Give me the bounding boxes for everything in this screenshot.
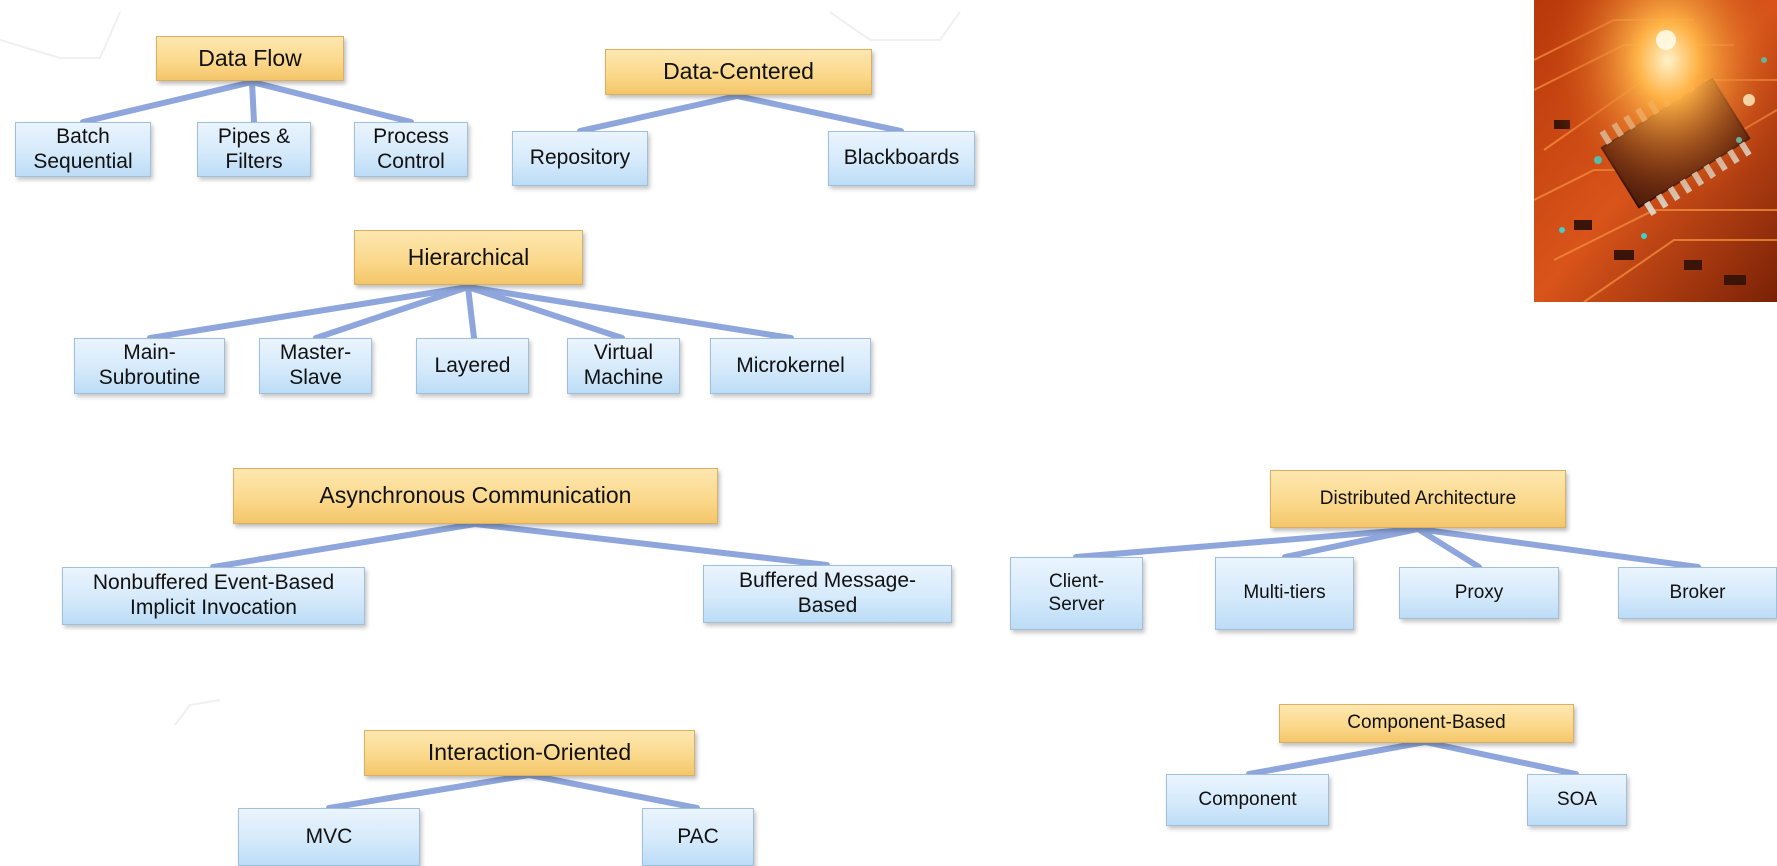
connector-line [526, 772, 700, 811]
node-component-based: Component-Based [1279, 704, 1574, 743]
connector-line [80, 79, 255, 125]
node-proxy: Proxy [1399, 567, 1559, 619]
connector-line [313, 284, 471, 341]
node-master-slave: Master- Slave [259, 338, 372, 394]
node-distributed-architecture: Distributed Architecture [1270, 470, 1566, 528]
node-layered: Layered [416, 338, 529, 394]
node-mvc: MVC [238, 808, 420, 866]
node-nonbuffered-event-based: Nonbuffered Event-Based Implicit Invocat… [62, 567, 365, 625]
connector-line [465, 284, 794, 341]
connector-line [1246, 739, 1428, 777]
connector-line [465, 284, 477, 341]
node-soa: SOA [1527, 774, 1627, 826]
node-process-control: Process Control [354, 122, 468, 177]
node-pac: PAC [642, 808, 754, 866]
node-asynchronous-communication: Asynchronous Communication [233, 468, 718, 524]
connector-line [472, 521, 830, 568]
circuit-board-photo-icon [1534, 0, 1777, 302]
node-hierarchical: Hierarchical [354, 230, 583, 285]
node-batch-sequential: Batch Sequential [15, 122, 151, 177]
node-blackboards: Blackboards [828, 131, 975, 186]
node-data-centered: Data-Centered [605, 49, 872, 95]
node-virtual-machine: Virtual Machine [567, 338, 680, 394]
connector-line [1282, 526, 1421, 560]
connector-line [1415, 526, 1482, 570]
connector-line [210, 521, 478, 570]
node-data-flow: Data Flow [156, 36, 344, 81]
connector-line [326, 772, 532, 811]
connector-line [1073, 526, 1421, 560]
node-client-server: Client- Server [1010, 557, 1143, 630]
node-pipes-and-filters: Pipes & Filters [197, 122, 311, 177]
node-broker: Broker [1618, 567, 1777, 619]
node-component: Component [1166, 774, 1329, 826]
connector-line [465, 284, 625, 341]
connector-line [1415, 526, 1701, 570]
connector-line [1422, 739, 1579, 777]
node-repository: Repository [512, 131, 648, 186]
connector-line [249, 79, 257, 125]
connector-line [249, 79, 414, 125]
node-microkernel: Microkernel [710, 338, 871, 394]
node-interaction-oriented: Interaction-Oriented [364, 730, 695, 776]
node-buffered-message-based: Buffered Message- Based [703, 565, 952, 623]
node-multi-tiers: Multi-tiers [1215, 557, 1354, 630]
connector-line [147, 284, 471, 341]
connector-line [577, 93, 740, 134]
node-main-subroutine: Main- Subroutine [74, 338, 225, 394]
connector-line [734, 93, 904, 134]
